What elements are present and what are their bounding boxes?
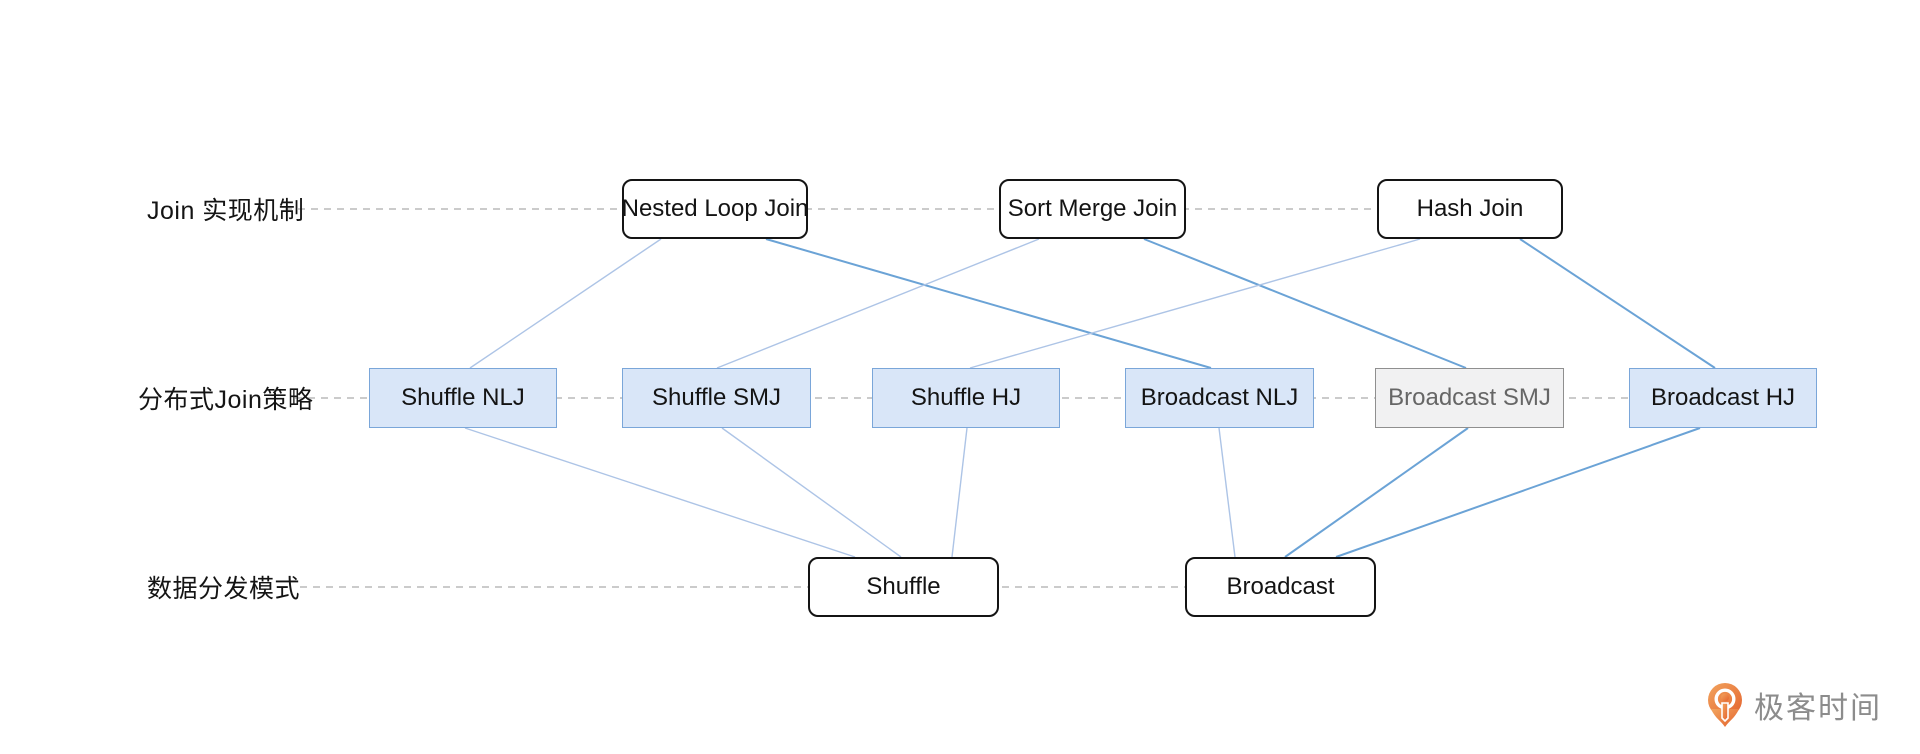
node-broadcast_smj: Broadcast SMJ xyxy=(1375,368,1564,428)
node-hj: Hash Join xyxy=(1377,179,1563,239)
node-broadcast_hj: Broadcast HJ xyxy=(1629,368,1817,428)
geektime-logo: 极客时间 xyxy=(1704,680,1882,730)
edge-nlj-to-shuffle_nlj xyxy=(469,238,662,369)
row-label-row2: 分布式Join策略 xyxy=(138,386,314,414)
node-shuffle_smj: Shuffle SMJ xyxy=(622,368,811,428)
node-label-shuffle_nlj: Shuffle NLJ xyxy=(401,384,525,411)
edge-hj-to-shuffle_hj xyxy=(969,238,1421,369)
node-label-broadcast_smj: Broadcast SMJ xyxy=(1388,384,1551,411)
node-nlj: Nested Loop Join xyxy=(622,179,808,239)
edge-broadcast_hj-to-broadcast xyxy=(1335,427,1701,558)
node-label-shuffle_hj: Shuffle HJ xyxy=(910,384,1022,411)
node-label-shuffle_smj: Shuffle SMJ xyxy=(652,384,781,411)
node-shuffle: Shuffle xyxy=(808,557,999,617)
geektime-logo-icon xyxy=(1708,683,1742,727)
node-broadcast_nlj: Broadcast NLJ xyxy=(1125,368,1314,428)
row-label-row3: 数据分发模式 xyxy=(147,575,301,603)
row-label-row1: Join 实现机制 xyxy=(147,197,305,225)
node-smj: Sort Merge Join xyxy=(999,179,1186,239)
node-label-hj: Hash Join xyxy=(1416,195,1524,222)
node-label-broadcast_hj: Broadcast HJ xyxy=(1650,384,1796,411)
node-label-broadcast_nlj: Broadcast NLJ xyxy=(1140,384,1299,411)
node-shuffle_nlj: Shuffle NLJ xyxy=(369,368,557,428)
edge-shuffle_nlj-to-shuffle xyxy=(464,427,856,558)
edge-shuffle_hj-to-shuffle xyxy=(951,427,968,558)
node-label-shuffle: Shuffle xyxy=(866,573,941,600)
edge-broadcast_smj-to-broadcast xyxy=(1284,427,1469,558)
edge-broadcast_nlj-to-broadcast xyxy=(1218,427,1236,558)
node-shuffle_hj: Shuffle HJ xyxy=(872,368,1060,428)
geektime-logo-text: 极客时间 xyxy=(1754,692,1882,725)
edge-nlj-to-broadcast_nlj xyxy=(765,238,1212,369)
edge-hj-to-broadcast_hj xyxy=(1519,238,1716,369)
node-label-smj: Sort Merge Join xyxy=(1007,195,1178,222)
edge-smj-to-broadcast_smj xyxy=(1143,238,1467,369)
node-label-nlj: Nested Loop Join xyxy=(621,195,809,222)
node-broadcast: Broadcast xyxy=(1185,557,1376,617)
edge-shuffle_smj-to-shuffle xyxy=(721,427,902,558)
node-label-broadcast: Broadcast xyxy=(1226,573,1335,600)
edge-smj-to-shuffle_smj xyxy=(716,238,1040,369)
